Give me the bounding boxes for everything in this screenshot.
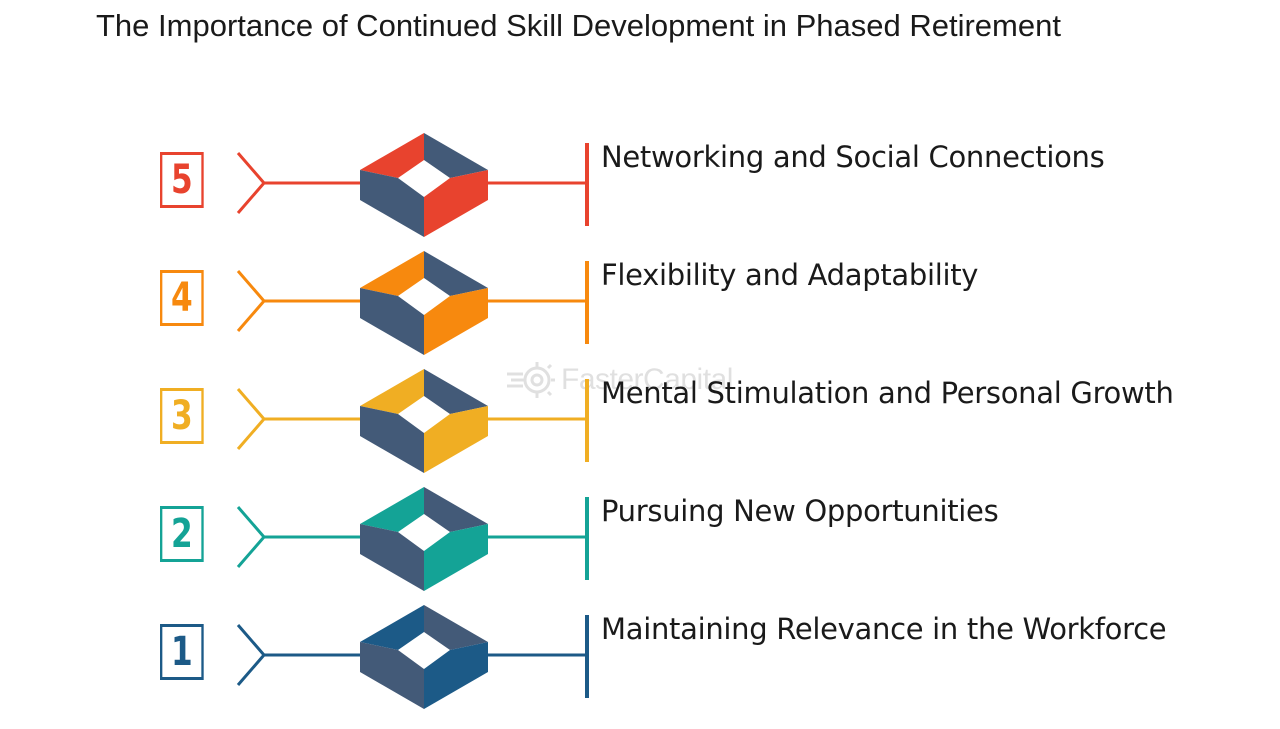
step-connector-graphic [236, 369, 589, 473]
step-label: Networking and Social Connections [601, 140, 1105, 174]
cube-face [424, 369, 488, 414]
step-number-box: 1 [160, 624, 204, 680]
step-connector-graphic [236, 487, 589, 591]
cube-face [424, 642, 488, 709]
cube-face [360, 251, 424, 296]
cube-face [424, 605, 488, 650]
step-row-1: 1 Maintaining Relevance in the Workforce [0, 596, 1280, 714]
step-number-box: 3 [160, 388, 204, 444]
step-number-box: 4 [160, 270, 204, 326]
step-number-box: 5 [160, 152, 204, 208]
cube-face [424, 251, 488, 296]
step-row-2: 2 Pursuing New Opportunities [0, 478, 1280, 596]
cube-face [424, 487, 488, 532]
cube-face [424, 406, 488, 473]
step-label: Maintaining Relevance in the Workforce [601, 612, 1167, 646]
step-number-box: 2 [160, 506, 204, 562]
chevron-right-icon [236, 270, 266, 332]
step-row-4: 4 Flexibility and Adaptability [0, 242, 1280, 360]
cube-face [360, 642, 424, 709]
cube-face [424, 524, 488, 591]
cube-face [360, 288, 424, 355]
cube-face [360, 406, 424, 473]
cube-face [360, 605, 424, 650]
step-connector-graphic [236, 133, 589, 237]
step-label: Flexibility and Adaptability [601, 258, 979, 292]
step-connector-graphic [236, 605, 589, 709]
cube-face [360, 369, 424, 414]
cube-face [360, 524, 424, 591]
step-label: Pursuing New Opportunities [601, 494, 999, 528]
chevron-right-icon [236, 152, 266, 214]
step-label: Mental Stimulation and Personal Growth [601, 376, 1174, 410]
watermark: FasterCapital [505, 358, 733, 402]
cube-face [424, 133, 488, 178]
gear-logo-icon [507, 362, 555, 398]
cube-face [360, 133, 424, 178]
cube-face [360, 487, 424, 532]
chevron-right-icon [236, 506, 266, 568]
page-title: The Importance of Continued Skill Develo… [96, 8, 1061, 43]
step-connector-graphic [236, 251, 589, 355]
step-row-3: 3 Mental Stimulation and Personal Growth [0, 360, 1280, 478]
step-row-5: 5 Networking and Social Connections [0, 124, 1280, 242]
watermark-text: FasterCapital [561, 363, 733, 396]
cube-face [424, 170, 488, 237]
cube-face [360, 170, 424, 237]
chevron-right-icon [236, 624, 266, 686]
cube-face [424, 288, 488, 355]
chevron-right-icon [236, 388, 266, 450]
